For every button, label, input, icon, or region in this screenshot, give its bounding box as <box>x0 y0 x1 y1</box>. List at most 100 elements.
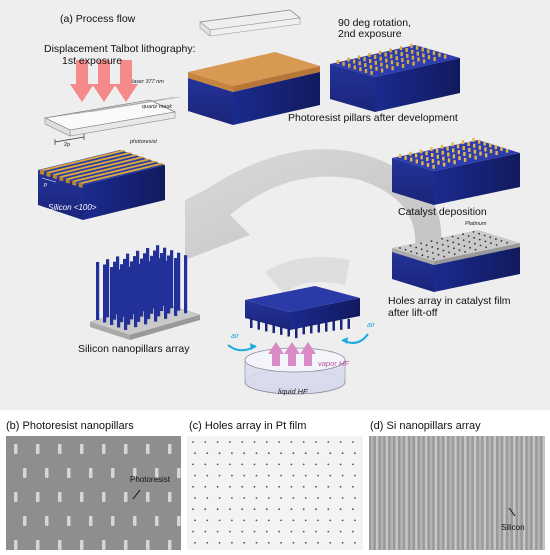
sem-hole <box>280 519 282 522</box>
sem-resist-pillar <box>155 468 159 478</box>
sem-hole <box>255 497 258 499</box>
sem-hole <box>243 519 246 522</box>
pt-hole <box>489 236 492 239</box>
si-nanopillar <box>177 252 181 311</box>
catalyst-pillar <box>446 146 449 151</box>
resist-stripe <box>78 162 165 184</box>
resist-pillar <box>374 60 377 65</box>
platinum-label: Platinum <box>465 221 487 227</box>
si-nanopillar <box>184 255 188 314</box>
catalyst-pillar <box>494 145 498 150</box>
exposure2-line1: 90 deg rotation, <box>338 17 411 29</box>
si-nanopillar <box>136 250 140 309</box>
sem-hole <box>317 497 319 499</box>
sem-hole <box>339 508 342 511</box>
sem-si-pillar <box>522 436 526 550</box>
sem-hole <box>229 530 231 533</box>
resist-pillar <box>411 49 414 54</box>
sem-hole <box>315 441 317 443</box>
sem-hole <box>354 497 356 499</box>
sem-hole <box>280 497 282 499</box>
silicon-block-catalyst <box>392 137 520 205</box>
sem-hole <box>267 474 270 477</box>
sem-resist-pillar <box>155 516 159 526</box>
sem-si-pillar <box>424 436 428 550</box>
resist-pillar <box>364 69 368 73</box>
resist-pillar <box>352 59 356 64</box>
catalyst-pillar <box>462 146 465 151</box>
sem-resist-pillar <box>124 444 128 454</box>
etch-pillar <box>280 324 283 335</box>
pt-hole <box>468 241 471 243</box>
sem-resist-pillar <box>67 468 71 478</box>
pt-hole <box>432 257 435 260</box>
catalyst-pillar <box>409 151 412 156</box>
catalyst-pillar <box>425 151 428 156</box>
pt-hole <box>467 235 470 237</box>
sem-hole <box>216 463 219 466</box>
quartz-mask <box>43 96 181 145</box>
sem-hole <box>278 441 280 443</box>
catalyst-pillar <box>451 142 454 147</box>
catalyst-pillar <box>467 142 470 146</box>
sem-resist-pillar <box>111 468 115 478</box>
sem-si-pillar <box>434 436 438 550</box>
top-mask <box>199 9 301 37</box>
resist-pillar <box>421 47 424 52</box>
sem-hole <box>241 485 244 488</box>
sem-hole <box>292 541 295 544</box>
resist-pillar <box>363 57 366 62</box>
catalyst-pillar <box>468 147 471 152</box>
pt-hole <box>410 250 413 253</box>
catalyst-pillar <box>483 141 486 146</box>
pt-hole <box>478 232 480 235</box>
pt-hole <box>441 243 444 246</box>
sem-resist-pillar <box>67 516 71 526</box>
sem-si-pillar <box>488 436 491 550</box>
sem-si-pillar <box>532 436 536 550</box>
sem-resist-pillar <box>36 540 40 550</box>
pt-hole <box>415 246 417 249</box>
sem-si-pillar <box>439 436 442 550</box>
sem-hole <box>194 452 196 455</box>
resist-pillar <box>336 60 340 64</box>
sem-hole <box>280 452 282 455</box>
sem-hole <box>290 463 293 466</box>
sem-hole <box>292 519 295 522</box>
hf-etching <box>227 286 369 395</box>
pt-hole <box>469 246 471 249</box>
sem-hole <box>280 541 282 544</box>
catalyst-pillar <box>468 153 472 158</box>
sem-hole <box>304 497 307 499</box>
sem-hole <box>290 530 293 533</box>
pt-hole <box>446 239 449 242</box>
resist-pillar <box>358 61 361 66</box>
sem-hole <box>304 519 307 522</box>
pt-hole <box>506 241 508 244</box>
sem-resist-pillar <box>168 444 172 454</box>
pt-hole <box>442 249 445 252</box>
holes-array-line1: Holes array in catalyst film <box>388 295 511 307</box>
sem-hole <box>218 497 221 499</box>
resist-pillar <box>406 53 409 58</box>
resist-pillar <box>395 56 398 61</box>
sem-hole <box>354 452 356 455</box>
sem-resist-pillar <box>168 492 172 502</box>
sem-hole <box>255 519 258 522</box>
resist-pillar <box>389 48 392 53</box>
si-nanopillar <box>106 259 110 318</box>
resist-stripe-side <box>40 170 44 175</box>
silicon-block-pillars-top <box>330 43 460 112</box>
pt-hole <box>463 245 466 247</box>
catalyst-pillar <box>484 147 487 152</box>
catalyst-pillar <box>495 151 498 155</box>
si-nanopillar <box>150 255 154 314</box>
sem-hole <box>265 530 268 533</box>
pillars-after-development-label: Photoresist pillars after development <box>288 112 458 124</box>
sem-hole <box>352 508 354 511</box>
sem-hole <box>327 530 330 533</box>
catalyst-pillar <box>453 160 456 165</box>
sem-hole <box>341 474 344 477</box>
sem-hole <box>304 452 307 455</box>
resist-pillar <box>422 53 425 58</box>
